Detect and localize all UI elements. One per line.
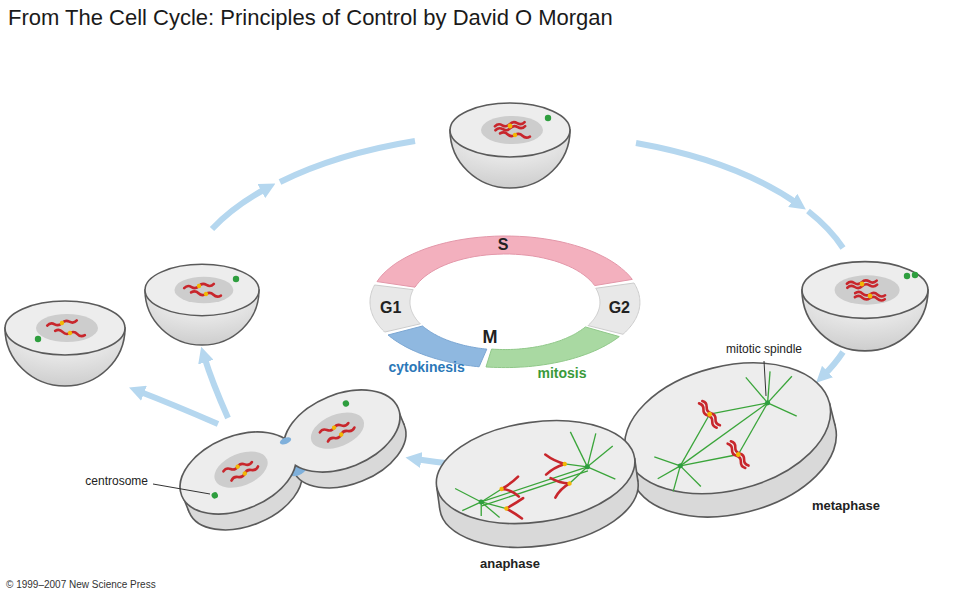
cell — [5, 301, 125, 386]
phase-name: M — [483, 328, 498, 348]
diagram-title: From The Cell Cycle: Principles of Contr… — [8, 6, 613, 30]
cleavage-furrow — [279, 436, 292, 446]
phase-label: G1 — [380, 299, 401, 317]
callout-label: mitotic spindle — [726, 343, 802, 356]
cycle-arrow — [280, 141, 415, 182]
phase-label: S — [498, 236, 509, 254]
separating-chromosomes — [498, 452, 574, 521]
g1-phase-band: G1 — [368, 283, 422, 334]
astral-ray — [570, 430, 587, 468]
chromosome — [855, 292, 885, 301]
chromosome — [726, 440, 749, 468]
chromatid — [545, 464, 566, 475]
nucleus — [209, 444, 273, 495]
leader-line — [764, 361, 766, 396]
g1-cell — [145, 264, 259, 345]
aster — [677, 463, 683, 469]
cell — [145, 264, 259, 345]
centromere — [499, 487, 504, 492]
cycle-arrow — [212, 188, 267, 229]
centrosome-dot — [211, 491, 219, 499]
mitosis-band: mitosis — [484, 325, 621, 383]
s-phase-cell — [450, 103, 570, 188]
cytokinesis-band: cytokinesis — [386, 324, 489, 377]
centrosome-dot — [912, 272, 918, 278]
cycle-arrow — [636, 143, 798, 204]
band-outline — [370, 285, 420, 332]
s-phase-band: S — [375, 234, 634, 289]
cell-surface — [273, 375, 411, 487]
centrosome-dot — [904, 273, 910, 279]
band-outline — [588, 283, 640, 334]
spindle-fiber — [479, 471, 591, 506]
cell-surface — [611, 343, 845, 514]
chromatid — [500, 477, 519, 489]
centrosome-dot — [545, 115, 551, 121]
stage-label: anaphase — [480, 557, 540, 571]
callout-label: centrosome — [85, 475, 148, 488]
centromere — [504, 506, 509, 511]
chromosome — [500, 131, 530, 139]
anaphase-cell — [430, 409, 645, 560]
band-outline — [486, 327, 619, 368]
copyright-note: © 1999–2007 New Science Press — [6, 579, 156, 590]
chromosome — [191, 290, 221, 298]
centrosome-dot — [35, 336, 41, 342]
centromere — [562, 461, 567, 466]
astral-ray — [768, 397, 797, 422]
astral-ray — [746, 374, 768, 407]
phase-label: cytokinesis — [388, 360, 464, 375]
astral-ray — [668, 466, 686, 491]
nucleus — [306, 405, 370, 456]
astral-ray — [481, 500, 499, 520]
astral-ray — [587, 463, 615, 482]
chromosome — [327, 426, 356, 444]
cycle-arrow — [138, 391, 218, 424]
leader-line — [153, 484, 210, 494]
phase-label: mitosis — [538, 366, 587, 381]
g2-phase-band: G2 — [586, 281, 642, 336]
astral-ray — [461, 502, 482, 511]
stage-label: metaphase — [812, 499, 880, 513]
chromosome — [184, 282, 214, 291]
spindle-fiber — [478, 467, 590, 502]
centromere — [567, 481, 572, 486]
cell-surface — [169, 417, 307, 529]
dividing-cell — [169, 375, 418, 545]
cycle-arrow — [808, 211, 843, 248]
chromosome — [495, 121, 526, 132]
cell-surface — [430, 409, 642, 536]
chromosome — [55, 329, 85, 338]
chromosome — [847, 279, 878, 289]
astral-ray — [680, 462, 701, 490]
chromatid — [554, 483, 572, 497]
chromatid — [505, 498, 524, 508]
cycle-arrow — [204, 356, 228, 418]
chromosome — [47, 318, 77, 328]
phase-label: G2 — [609, 299, 630, 317]
cell-surface — [273, 375, 411, 487]
astral-ray — [654, 451, 680, 471]
cell — [450, 103, 570, 188]
centrosome-dot — [233, 276, 239, 282]
aster — [478, 499, 484, 505]
spindle — [450, 426, 621, 523]
astral-ray — [455, 485, 481, 505]
aster — [585, 464, 591, 470]
chromosome — [230, 465, 259, 483]
aster — [765, 400, 771, 406]
g2-cell — [802, 262, 928, 351]
chromosome — [698, 400, 721, 428]
band-outline — [377, 236, 632, 287]
chromatid — [502, 487, 519, 499]
cycle-arrow — [823, 352, 843, 376]
chromatid — [506, 507, 522, 521]
cell — [802, 262, 928, 351]
spindle-fiber — [671, 403, 778, 466]
g1-cell — [5, 301, 125, 386]
spindle — [639, 366, 812, 496]
centrosome-dot — [342, 399, 350, 407]
